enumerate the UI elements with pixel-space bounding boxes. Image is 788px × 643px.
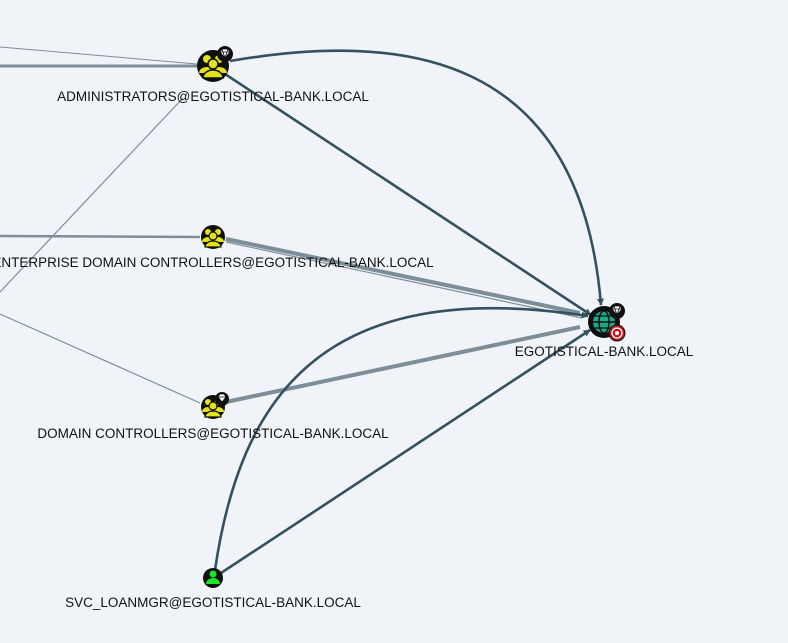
highvalue-gem-icon [609,303,625,319]
node-domain-controllers[interactable]: DOMAIN CONTROLLERS@EGOTISTICAL-BANK.LOCA… [37,392,389,441]
globe-icon [593,310,615,334]
edge-offscreen-administrators-a[interactable] [0,46,198,65]
edge-offscreen-domain-controllers[interactable] [0,313,201,404]
edge-offscreen-enterprise-dcs[interactable] [0,234,201,239]
node-label-domain-controllers: DOMAIN CONTROLLERS@EGOTISTICAL-BANK.LOCA… [37,426,389,441]
node-svc-loanmgr[interactable]: SVC_LOANMGR@EGOTISTICAL-BANK.LOCAL [65,568,361,610]
offscreen-edges [0,46,201,404]
node-enterprise-dcs[interactable]: ENTERPRISE DOMAIN CONTROLLERS@EGOTISTICA… [0,225,434,270]
highvalue-gem-icon [217,46,233,62]
node-label-administrators: ADMINISTRATORS@EGOTISTICAL-BANK.LOCAL [57,89,369,104]
edge-enterprise-dcs-to-domain[interactable] [225,237,581,315]
edge-offscreen-administrators-c[interactable] [0,97,184,293]
user-icon [206,570,220,584]
edge-administrators-curve-to-domain[interactable] [229,49,604,306]
group-icon [202,399,224,418]
node-label-enterprise-dcs: ENTERPRISE DOMAIN CONTROLLERS@EGOTISTICA… [0,255,434,270]
node-label-svc-loanmgr: SVC_LOANMGR@EGOTISTICAL-BANK.LOCAL [65,595,361,610]
node-label-domain: EGOTISTICAL-BANK.LOCAL [515,344,694,359]
edge-enterprise-dcs-to-domain-thin[interactable] [225,241,583,319]
target-icon [608,324,626,342]
edge-domain-controllers-to-domain[interactable] [225,325,581,404]
highvalue-gem-icon [215,392,229,406]
edge-svc-loanmgr-to-domain[interactable] [220,328,591,575]
group-icon [202,229,224,248]
edge-svc-loanmgr-curve-to-domain[interactable] [213,306,589,571]
node-administrators[interactable]: ADMINISTRATORS@EGOTISTICAL-BANK.LOCAL [57,46,369,104]
node-domain[interactable]: EGOTISTICAL-BANK.LOCAL [515,303,694,359]
dark-edges [213,49,604,575]
group-icon [199,55,227,79]
edge-administrators-to-domain[interactable] [224,72,592,317]
